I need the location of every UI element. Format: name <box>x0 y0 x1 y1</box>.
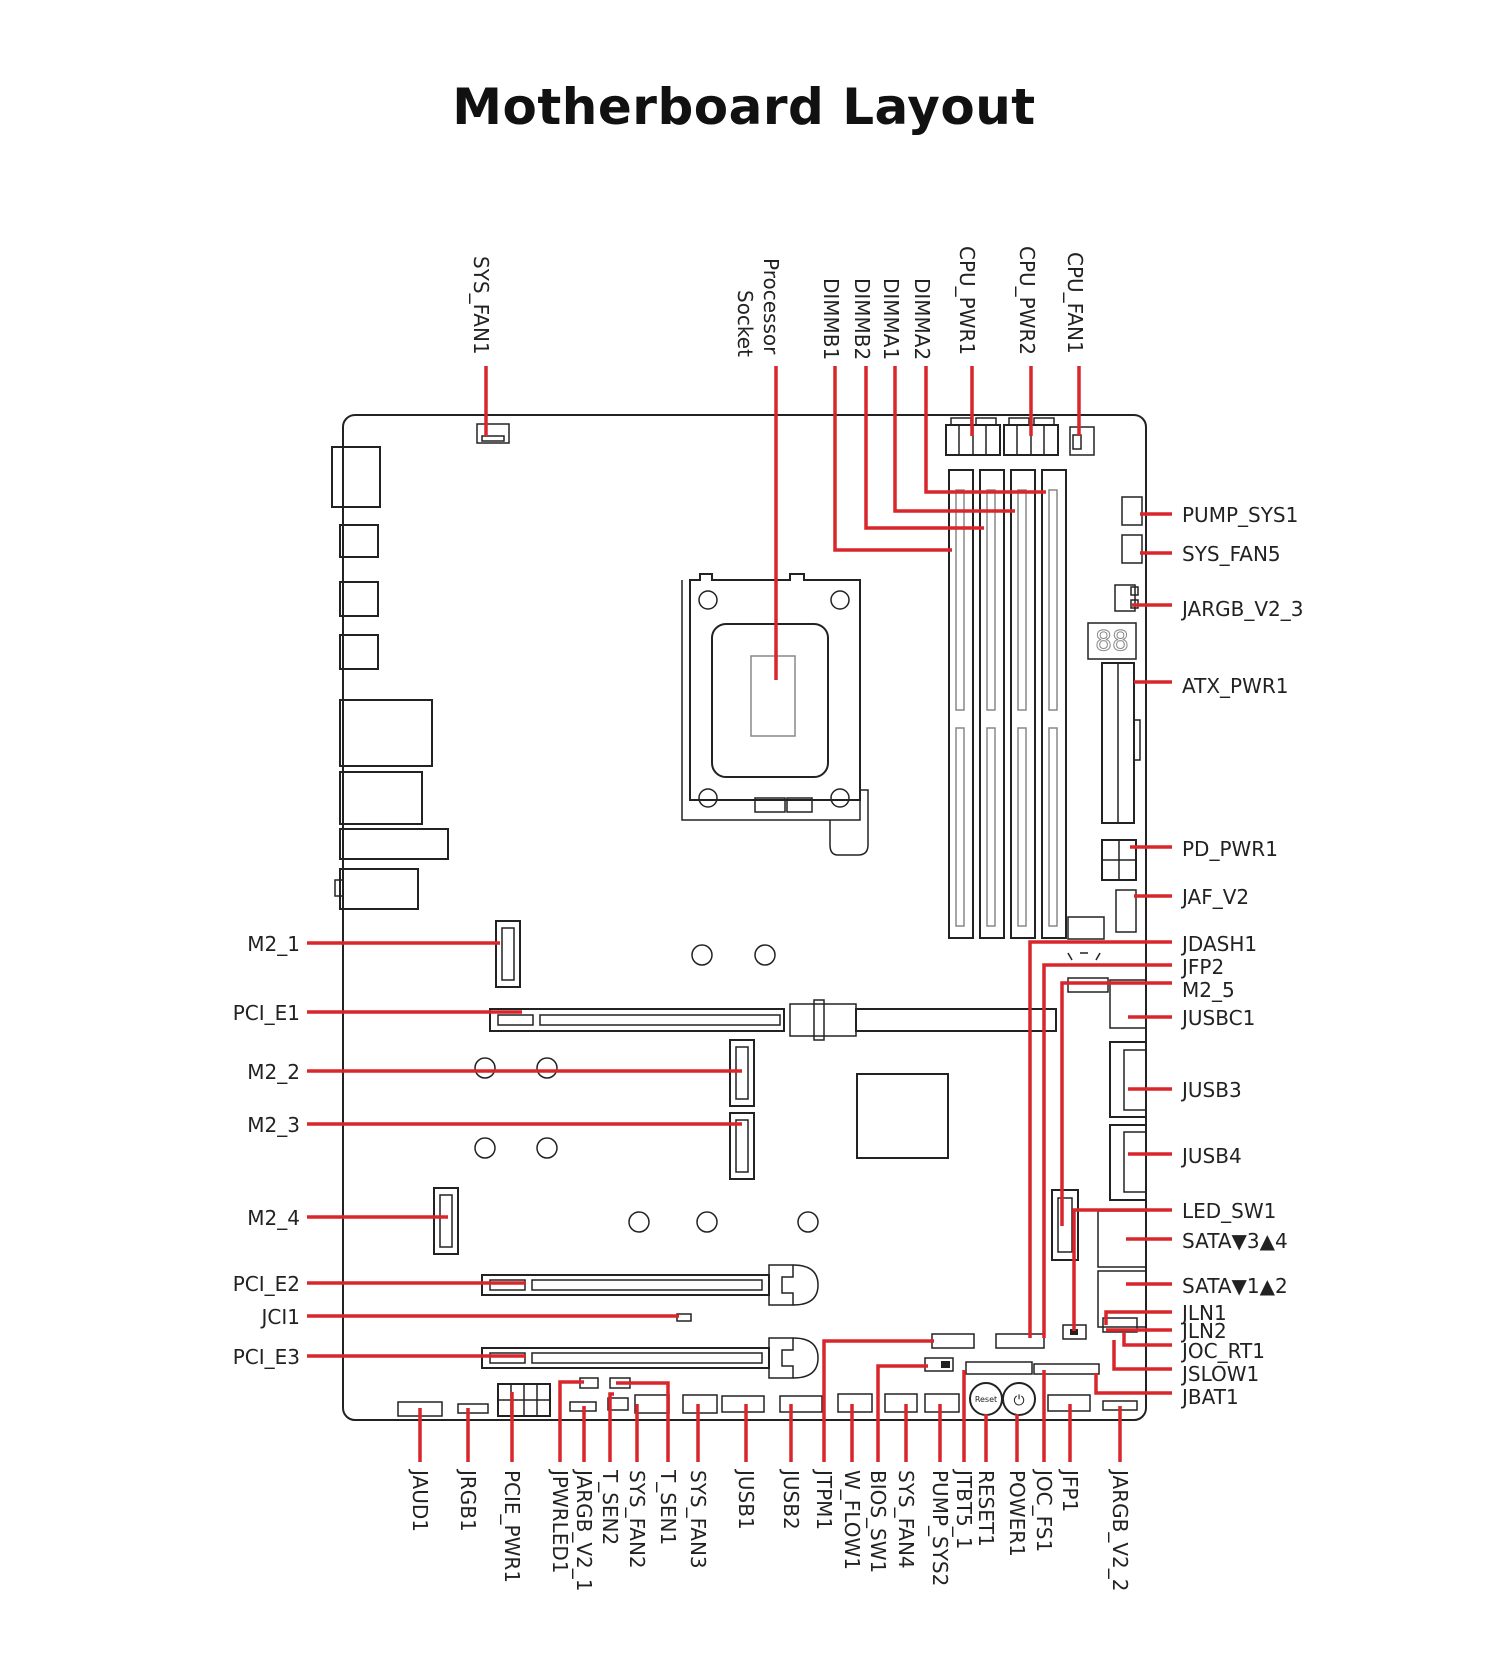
label-jln2: JLN2 <box>1180 1319 1227 1343</box>
page-title: Motherboard Layout <box>452 78 1036 136</box>
label-joc-fs1: JOC_FS1 <box>1032 1468 1056 1552</box>
bottom-headers <box>397 1313 1138 1417</box>
label-pci-e2: PCI_E2 <box>233 1272 300 1296</box>
label-power1: POWER1 <box>1005 1470 1029 1557</box>
chipset <box>856 1073 949 1159</box>
label-jtbt5-1: JTBT5_1 <box>952 1468 976 1550</box>
label-pci-e3: PCI_E3 <box>233 1345 300 1369</box>
rear-io-panel <box>331 446 449 910</box>
label-jusb2: JUSB2 <box>779 1468 803 1530</box>
label-dimmb2: DIMMB2 <box>850 278 874 360</box>
label-pd-pwr1: PD_PWR1 <box>1182 837 1278 861</box>
label-led-sw1: LED_SW1 <box>1182 1199 1276 1223</box>
label-dimmb1: DIMMB1 <box>819 278 843 360</box>
label-pci-e1: PCI_E1 <box>233 1001 300 1025</box>
processor-socket-graphic <box>681 573 869 856</box>
label-jfp1: JFP1 <box>1058 1468 1082 1512</box>
label-jpwrled1: JPWRLED1 <box>548 1468 572 1574</box>
label-jargb-v2-3: JARGB_V2_3 <box>1180 597 1303 621</box>
leader-lines <box>307 366 1172 1462</box>
label-bios-sw1: BIOS_SW1 <box>866 1470 890 1573</box>
standoff-holes <box>474 944 819 1233</box>
labels-left: M2_1 PCI_E1 M2_2 M2_3 M2_4 PCI_E2 JCI1 P… <box>233 932 300 1369</box>
sys-fan1-header <box>476 423 510 444</box>
label-jtpm1: JTPM1 <box>812 1468 836 1530</box>
reset-button-label: Reset <box>975 1395 997 1404</box>
label-cpu-fan1: CPU_FAN1 <box>1063 252 1087 354</box>
label-dimma2: DIMMA2 <box>910 278 934 360</box>
labels-top: SYS_FAN1 Processor Socket DIMMB1 DIMMB2 … <box>469 246 1087 360</box>
label-m2-5: M2_5 <box>1182 978 1235 1002</box>
dimm-slots <box>948 469 1067 939</box>
label-joc-rt1: JOC_RT1 <box>1180 1339 1265 1363</box>
label-sys-fan5: SYS_FAN5 <box>1182 542 1281 566</box>
label-t-sen2: T_SEN2 <box>598 1469 622 1545</box>
label-jusb4: JUSB4 <box>1180 1144 1242 1168</box>
label-m2-3: M2_3 <box>247 1113 300 1137</box>
label-jci1: JCI1 <box>260 1305 301 1329</box>
label-processor-socket-line2: Socket <box>733 290 757 357</box>
label-dimma1: DIMMA1 <box>879 278 903 360</box>
label-jusbc1: JUSBC1 <box>1180 1006 1255 1030</box>
label-sys-fan1: SYS_FAN1 <box>469 256 493 355</box>
label-pump-sys2: PUMP_SYS2 <box>928 1470 952 1586</box>
labels-bottom: JAUD1 JRGB1 PCIE_PWR1 JPWRLED1 JARGB_V2_… <box>408 1468 1132 1591</box>
label-sys-fan4: SYS_FAN4 <box>894 1470 918 1569</box>
label-m2-4: M2_4 <box>247 1206 300 1230</box>
label-reset1: RESET1 <box>974 1470 998 1547</box>
label-w-flow1: W_FLOW1 <box>840 1470 864 1570</box>
label-jln1: JLN1 <box>1180 1301 1227 1325</box>
right-edge-ports <box>1051 979 1147 1340</box>
label-m2-1: M2_1 <box>247 932 300 956</box>
label-jrgb1: JRGB1 <box>456 1468 480 1532</box>
cpu-power-connectors <box>945 417 1095 456</box>
label-jargb-v2-1: JARGB_V2_1 <box>572 1468 596 1591</box>
label-jfp2: JFP2 <box>1180 955 1224 979</box>
label-atx-pwr1: ATX_PWR1 <box>1182 674 1289 698</box>
label-sata34: SATA▼3▲4 <box>1182 1229 1288 1253</box>
label-cpu-pwr2: CPU_PWR2 <box>1015 246 1039 355</box>
label-jslow1: JSLOW1 <box>1180 1362 1259 1386</box>
label-pump-sys1: PUMP_SYS1 <box>1182 503 1298 527</box>
label-jbat1: JBAT1 <box>1180 1385 1239 1409</box>
label-sys-fan3: SYS_FAN3 <box>686 1470 710 1569</box>
label-processor-socket-line1: Processor <box>759 258 783 355</box>
label-pcie-pwr1: PCIE_PWR1 <box>500 1470 524 1583</box>
pcie-slots <box>481 999 1057 1379</box>
label-cpu-pwr1: CPU_PWR1 <box>955 246 979 355</box>
m2-slots <box>433 920 755 1255</box>
label-jaf-v2: JAF_V2 <box>1180 885 1249 909</box>
label-jusb1: JUSB1 <box>734 1468 758 1530</box>
label-jargb-v2-2: JARGB_V2_2 <box>1108 1468 1132 1591</box>
label-sata12: SATA▼1▲2 <box>1182 1274 1288 1298</box>
right-side-headers: 88 <box>1067 496 1143 993</box>
label-m2-2: M2_2 <box>247 1060 300 1084</box>
power-button-label: ⏻ <box>1013 1393 1024 1409</box>
onboard-buttons: Reset ⏻ <box>969 1382 1036 1416</box>
label-t-sen1: T_SEN1 <box>656 1469 680 1545</box>
debug-led-display: 88 <box>1095 624 1129 657</box>
label-jaud1: JAUD1 <box>408 1468 432 1532</box>
labels-right: PUMP_SYS1 SYS_FAN5 JARGB_V2_3 ATX_PWR1 P… <box>1180 503 1303 1409</box>
label-sys-fan2: SYS_FAN2 <box>625 1470 649 1569</box>
label-jusb3: JUSB3 <box>1180 1078 1242 1102</box>
label-jdash1: JDASH1 <box>1180 932 1257 956</box>
